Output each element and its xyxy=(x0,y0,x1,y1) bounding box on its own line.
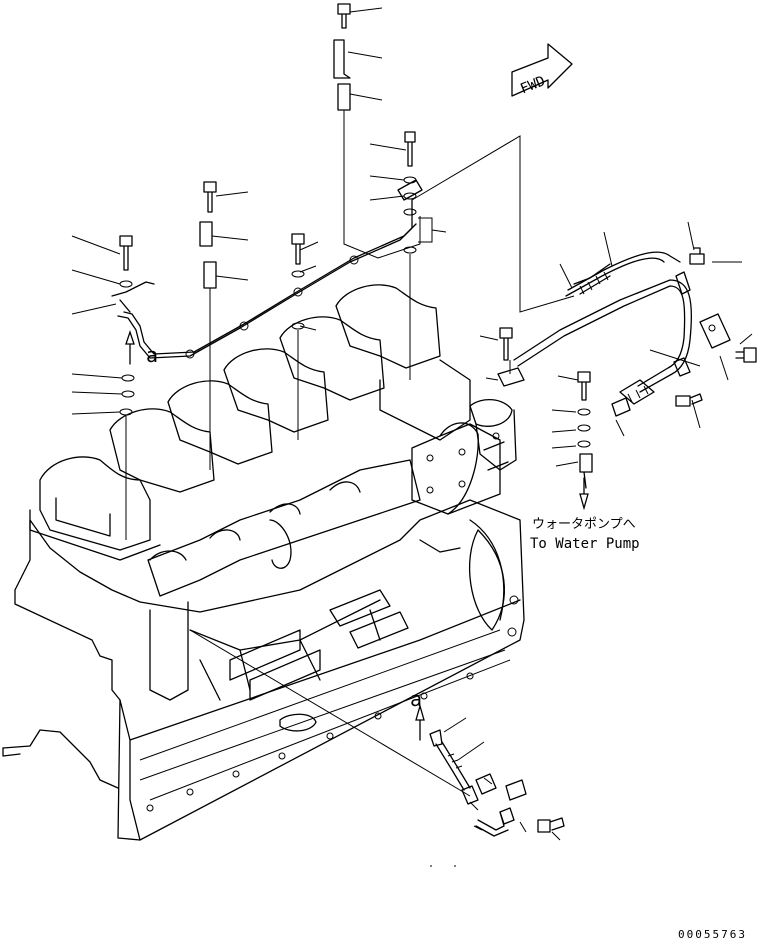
bolt-set xyxy=(119,131,757,833)
callout-leaders xyxy=(71,7,753,841)
drawing-number: 00055763 xyxy=(678,928,747,939)
assembly-lines xyxy=(125,110,575,797)
fwd-arrow: FWD xyxy=(511,43,573,97)
water-pump-label-jp: ウォータポンプへ xyxy=(532,517,636,532)
head-tube xyxy=(111,179,423,359)
water-pump-label-en: To Water Pump xyxy=(530,536,640,552)
cylinder-head-covers xyxy=(29,284,471,561)
exhaust-manifold xyxy=(147,459,421,597)
reference-arrows: a a xyxy=(125,329,589,741)
top-clamp-stack xyxy=(333,3,351,111)
fwd-label: FWD xyxy=(518,73,547,97)
clamp-brackets xyxy=(199,221,731,801)
engine-block xyxy=(2,499,525,841)
lower-tube xyxy=(429,729,515,867)
water-tube-hose xyxy=(513,251,693,489)
thermostat-housing xyxy=(411,399,517,515)
ref-a-lower-label: a xyxy=(410,687,422,711)
ref-a-upper-label: a xyxy=(146,343,158,367)
